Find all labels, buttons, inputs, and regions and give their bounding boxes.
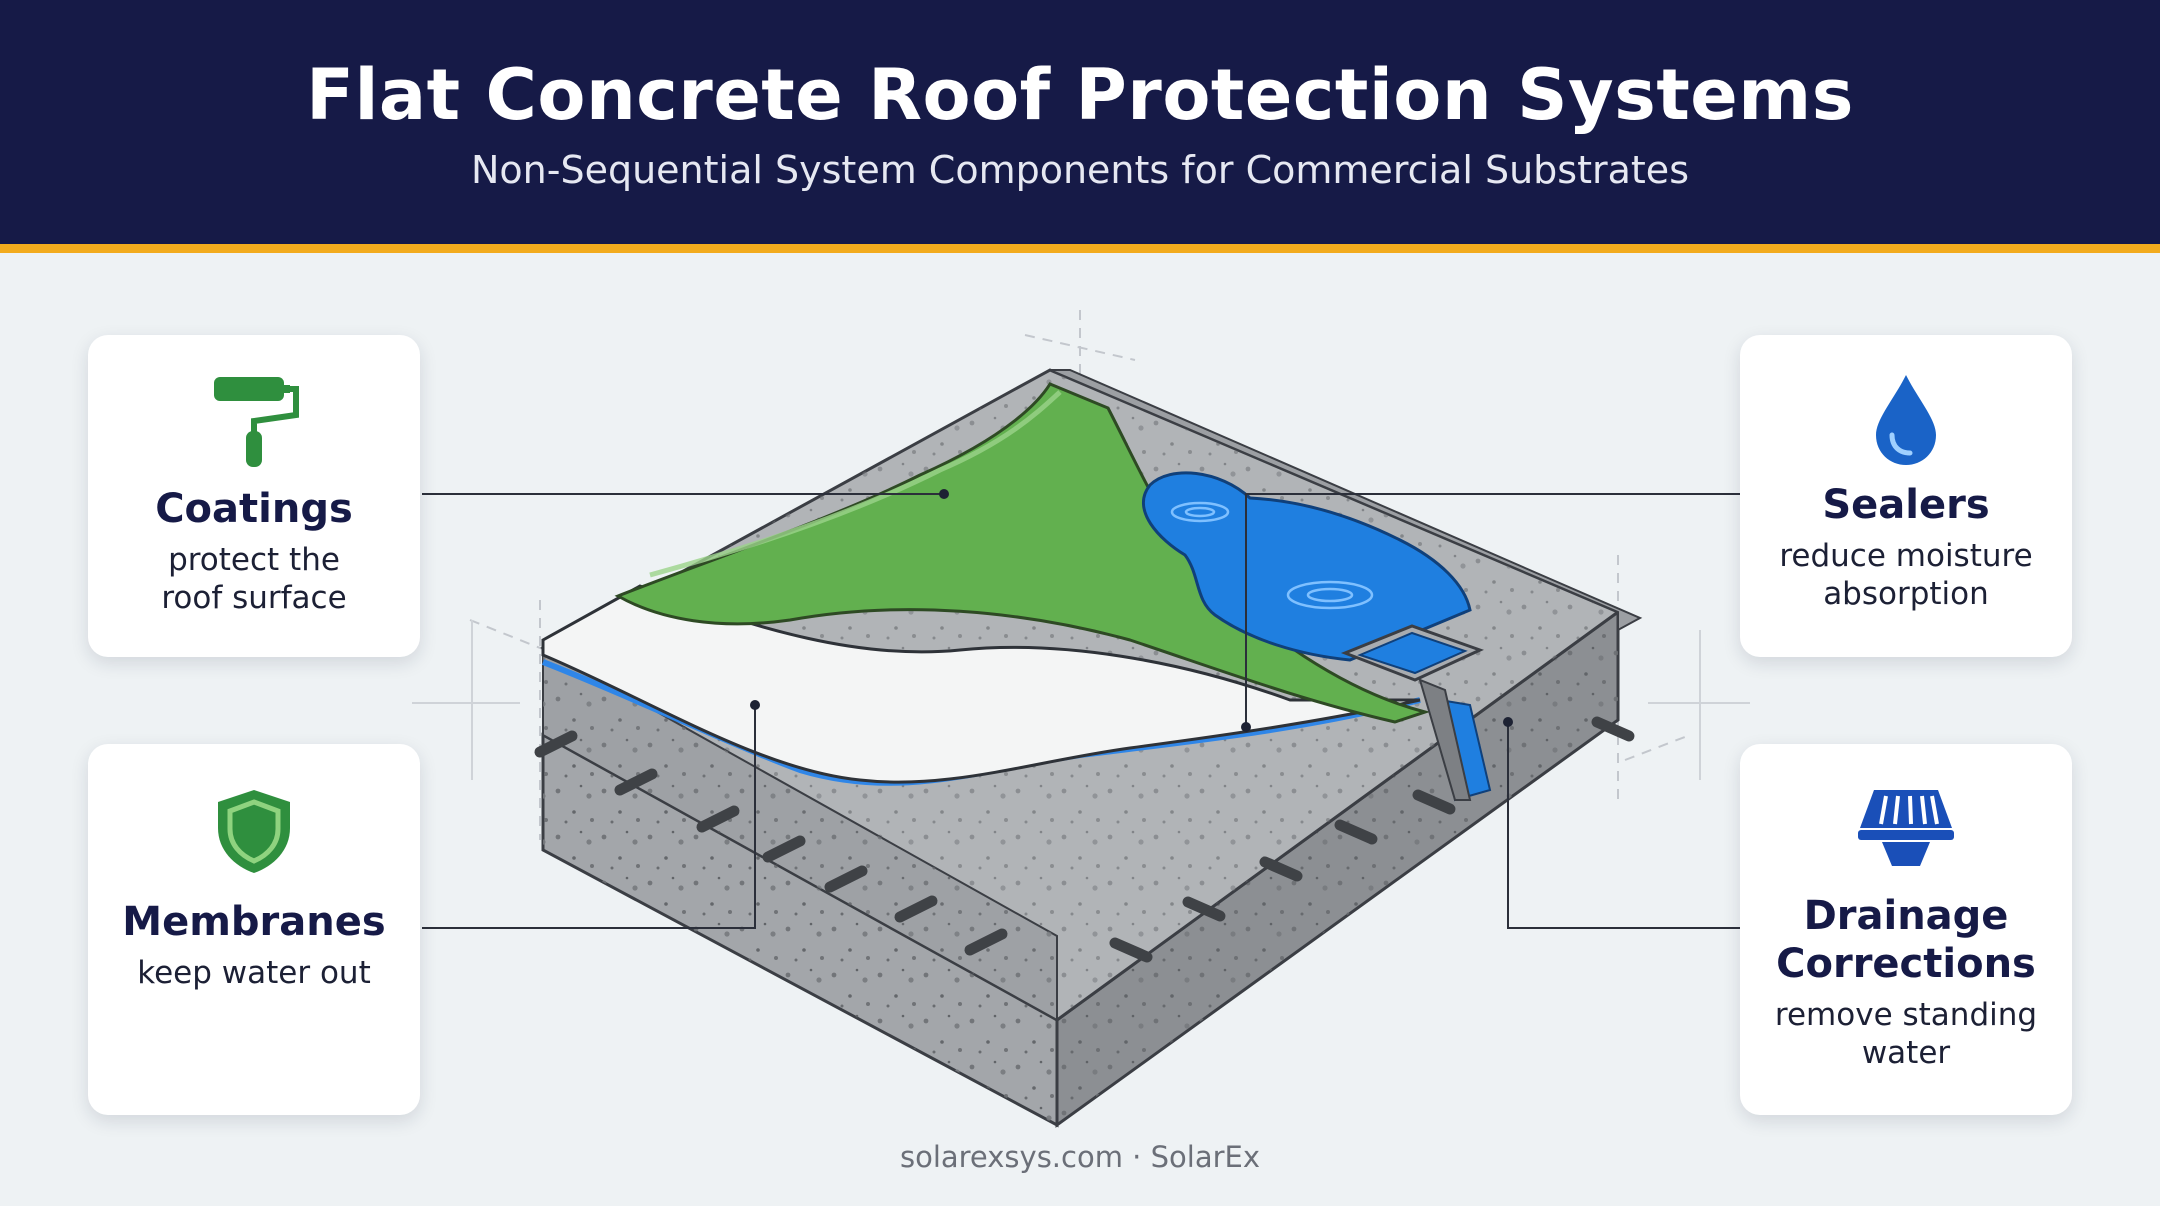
coatings-label: Coatings bbox=[155, 486, 353, 532]
footer-credit: solarexsys.com · SolarEx bbox=[899, 1140, 1261, 1174]
page-subtitle: Non-Sequential System Components for Com… bbox=[471, 148, 1689, 192]
drainage-label-line-2: Corrections bbox=[1776, 941, 2036, 987]
water-ripples bbox=[1170, 501, 1374, 610]
shield-icon bbox=[88, 786, 420, 880]
header-accent-stripe bbox=[0, 244, 2160, 253]
header-banner bbox=[0, 0, 2160, 244]
membranes-label: Membranes bbox=[122, 899, 386, 945]
parapet-curb bbox=[1049, 369, 1643, 632]
callout-leaders bbox=[422, 493, 1740, 929]
drain-grate-icon bbox=[1740, 784, 2072, 876]
page-title: Flat Concrete Roof Protection Systems bbox=[306, 54, 1854, 136]
drainage-description-line-1: remove standing bbox=[1774, 997, 2038, 1033]
rebar-stubs bbox=[534, 716, 1635, 963]
coatings-description-line-1: protect the bbox=[168, 542, 340, 578]
guide-crosshairs bbox=[412, 620, 1750, 780]
sealers-label: Sealers bbox=[1822, 482, 1990, 528]
drainage-label-line-1: Drainage bbox=[1803, 893, 2009, 939]
leader-drainage bbox=[1507, 722, 1740, 929]
leader-membranes bbox=[422, 705, 756, 929]
water-drop-icon bbox=[1740, 371, 2072, 473]
membrane-layer bbox=[541, 584, 1421, 784]
leader-sealers bbox=[1245, 493, 1740, 727]
card-drainage-corrections: Drainage Corrections remove standing wat… bbox=[1740, 744, 2072, 1115]
membranes-description: keep water out bbox=[137, 955, 371, 991]
sealer-pool bbox=[1142, 471, 1472, 662]
drainage-description-line-2: water bbox=[1861, 1035, 1951, 1071]
sealers-description-line-1: reduce moisture bbox=[1779, 538, 2033, 574]
sealers-description-line-2: absorption bbox=[1823, 576, 1989, 612]
coatings-description-line-2: roof surface bbox=[161, 580, 347, 616]
card-coatings: Coatings protect the roof surface bbox=[88, 335, 420, 657]
leader-dots bbox=[750, 489, 1513, 732]
coating-layer bbox=[614, 382, 1431, 724]
card-membranes: Membranes keep water out bbox=[88, 744, 420, 1115]
paint-roller-icon bbox=[88, 371, 420, 475]
card-sealers: Sealers reduce moisture absorption bbox=[1740, 335, 2072, 657]
